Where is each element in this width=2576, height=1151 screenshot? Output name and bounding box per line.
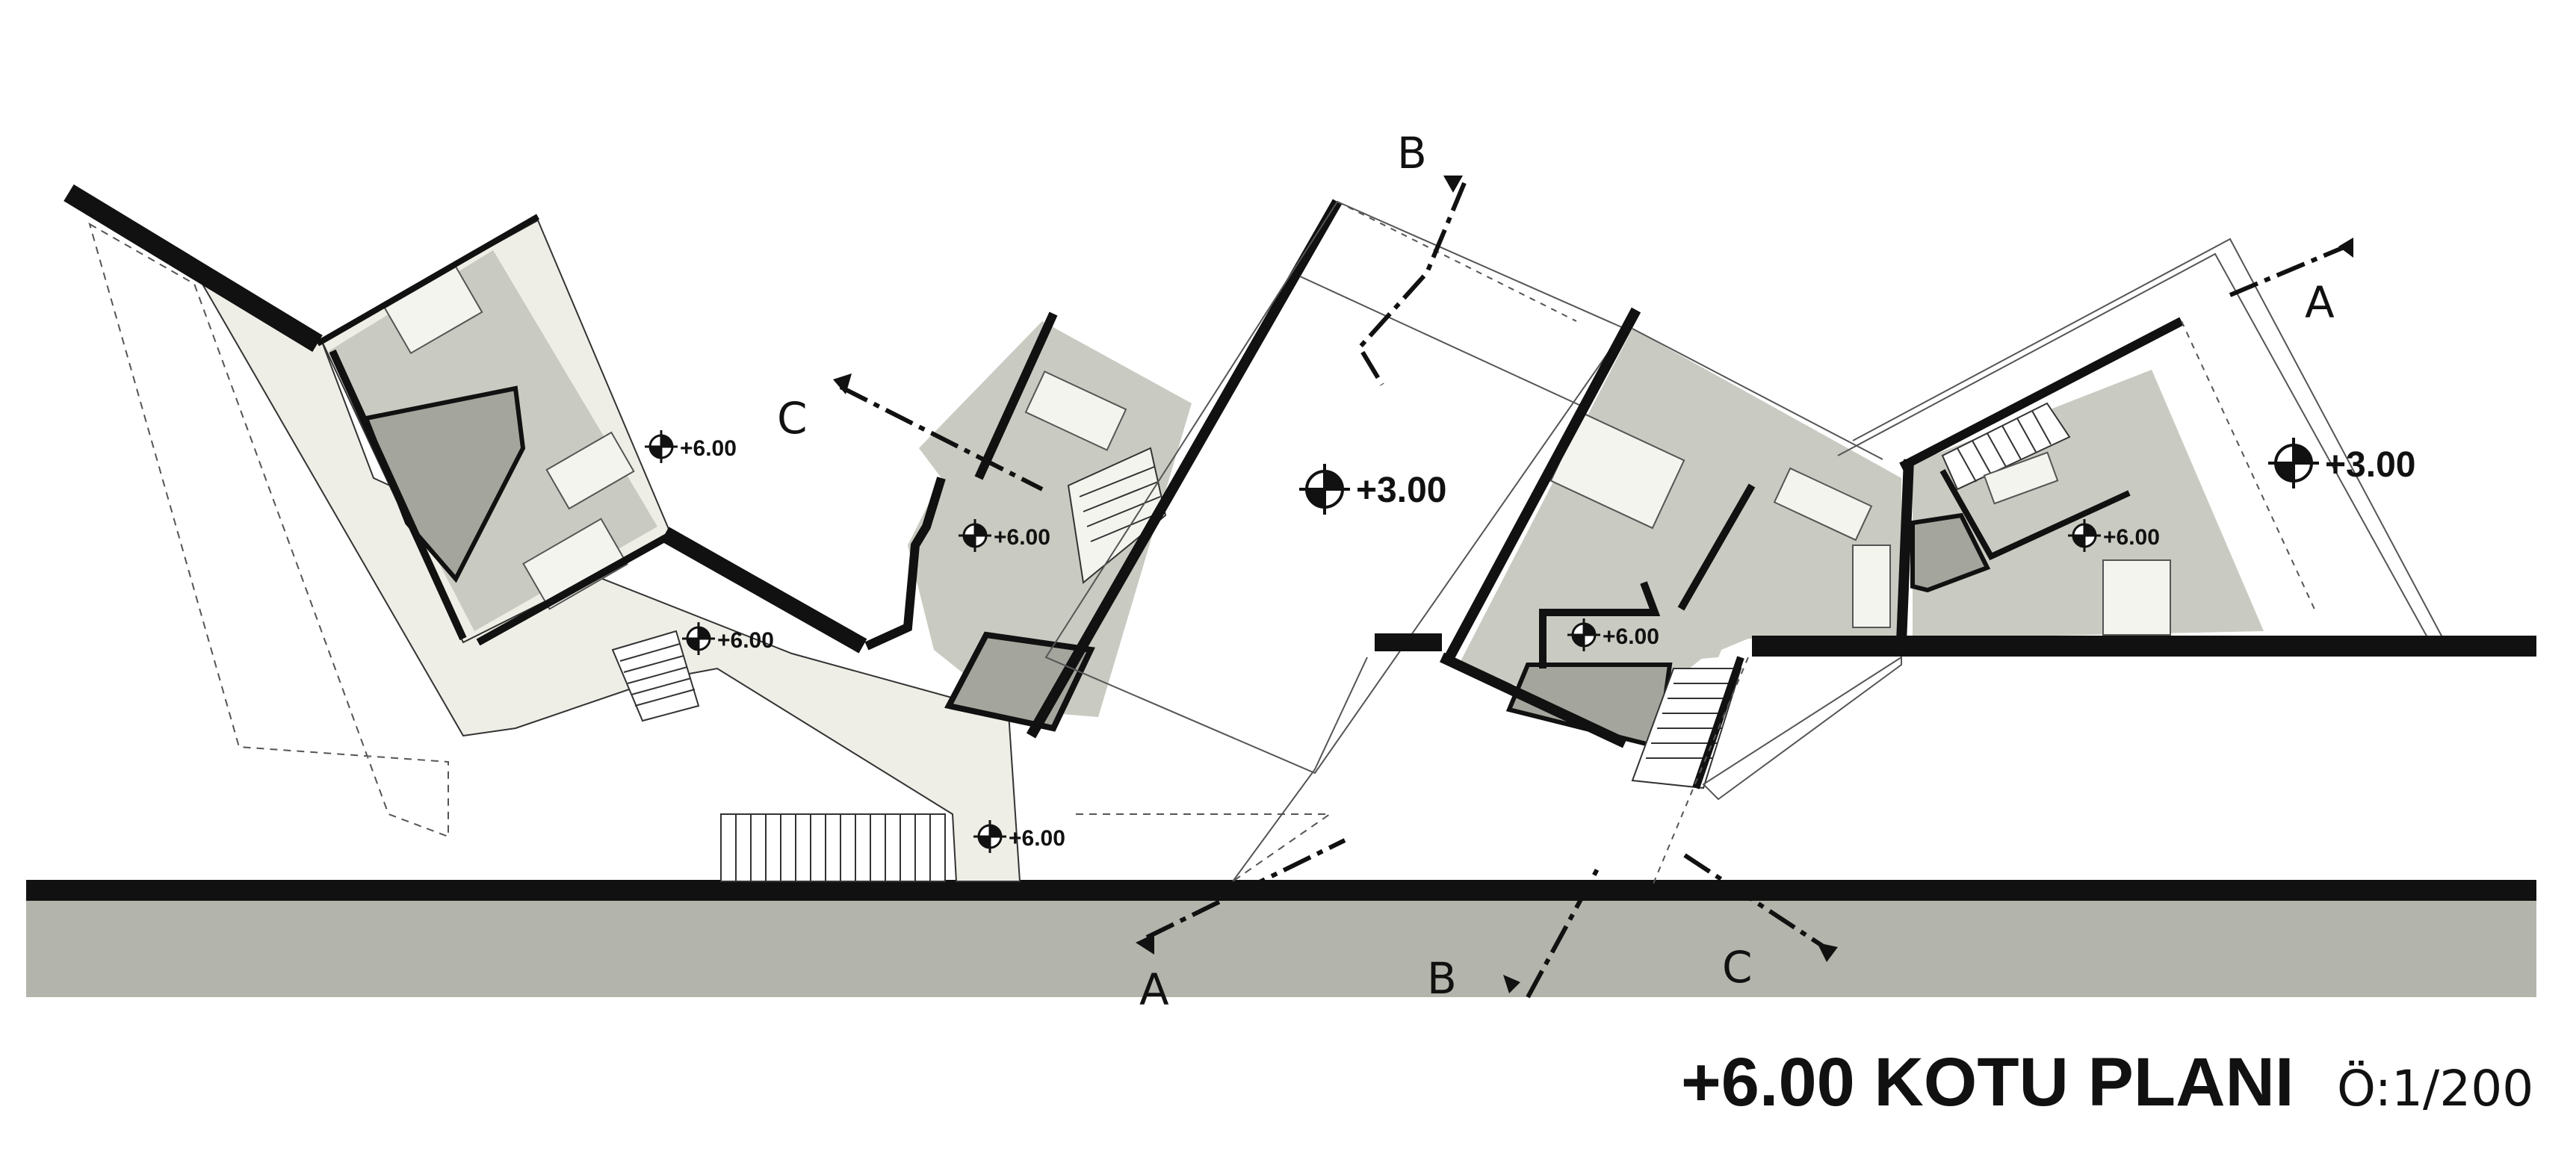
- section-label-b-top: B: [1397, 128, 1427, 179]
- level-marker-mid-living: +6.00: [957, 518, 1050, 553]
- section-line-a: [1145, 244, 2347, 940]
- plan-title: +6.00 KOTU PLANI: [1681, 1044, 2294, 1120]
- bed: [1773, 467, 1873, 542]
- section-a-arrow: [1136, 934, 1154, 955]
- right-unit-b-rooms: [1913, 370, 2264, 639]
- bed: [545, 431, 635, 510]
- right-unit-b-bath: [1910, 512, 1991, 593]
- right-unit-b-wall: [1896, 459, 1914, 643]
- section-line-b: [1357, 182, 1601, 999]
- bed: [1983, 451, 2059, 505]
- level-marker-left-bedrooms: +6.00: [643, 429, 737, 465]
- section-b-arrow: [1443, 176, 1463, 193]
- level-text: +3.00: [2325, 445, 2415, 485]
- mid-wall: [974, 311, 1058, 480]
- level-text: +6.00: [2103, 525, 2160, 550]
- section-line-c: [839, 385, 1828, 951]
- level-marker-entrance: +6.00: [972, 819, 1065, 854]
- entrance-canopy: [1076, 813, 1333, 882]
- bed: [522, 518, 628, 610]
- level-marker-terrace-right: +3.00: [2267, 436, 2415, 490]
- right-unit-a-wall: [1444, 307, 1641, 660]
- left-building: [64, 184, 1333, 882]
- left-stair: [611, 630, 700, 722]
- bed: [1852, 545, 1891, 628]
- right-terrace: [1837, 238, 2444, 639]
- terrace-outline: [1044, 200, 1626, 775]
- right-terrace-outline: [1837, 252, 2429, 639]
- right-unit-b-wall: [1939, 469, 2131, 561]
- right-terrace-dash: [2181, 320, 2317, 613]
- right-stair: [1631, 668, 1742, 789]
- section-c-arrow: [1817, 943, 1838, 962]
- right-unit-a-wall: [1539, 581, 1661, 668]
- road-strip: [26, 896, 2536, 997]
- section-label-a-bottom: A: [1139, 964, 1169, 1015]
- level-text: +6.00: [994, 525, 1050, 550]
- level-marker-terrace-mid: +3.00: [1298, 462, 1446, 516]
- right-unit-a-roof: [1632, 328, 1883, 460]
- section-a-arrow: [2338, 238, 2353, 258]
- mid-bathroom: [944, 631, 1095, 732]
- section-b-arrow: [1503, 975, 1520, 993]
- right-unit-a-wall: [1440, 652, 1627, 748]
- right-unit-a-wall: [1692, 656, 1744, 789]
- middle-unit: [864, 199, 1343, 739]
- bed: [2102, 559, 2171, 636]
- section-label-c-left: C: [777, 393, 808, 444]
- entrance-stair: [720, 813, 946, 882]
- left-circulation: [196, 274, 1021, 882]
- right-unit-a-roof-projection: [1702, 656, 1902, 801]
- level-marker-left-corridor: +6.00: [681, 621, 774, 657]
- right-unit-b-stair: [1941, 402, 2071, 491]
- right-terrace-outline: [1852, 238, 2444, 639]
- left-outer-wall: [316, 214, 539, 347]
- level-marker-right-unit: +6.00: [2066, 518, 2160, 553]
- plan-scale: Ö:1/200: [2337, 1060, 2533, 1117]
- terrace-rail: [1299, 276, 1585, 408]
- level-text: +6.00: [1603, 624, 1659, 649]
- section-label-b-bottom: B: [1427, 953, 1457, 1004]
- mid-wall: [1026, 199, 1343, 739]
- left-bedroom-wall: [329, 349, 467, 641]
- mid-stair: [1067, 447, 1167, 584]
- right-unit-b-wall: [1899, 317, 2184, 471]
- right-unit-b: [1896, 317, 2264, 643]
- right-unit-a: [1440, 307, 1902, 801]
- kitchen-counter: [1024, 370, 1127, 451]
- level-text: +3.00: [1356, 471, 1446, 510]
- level-text: +6.00: [680, 436, 737, 461]
- mid-wall: [864, 477, 946, 651]
- level-marker-right-hall: +6.00: [1566, 617, 1659, 653]
- left-corridor-wall: [660, 527, 867, 654]
- section-label-a-top: A: [2305, 277, 2335, 328]
- section-label-c-bottom: C: [1722, 942, 1753, 993]
- right-unit-a-wall: [1677, 483, 1756, 611]
- left-outer-wall: [64, 184, 323, 353]
- level-text: +6.00: [1009, 826, 1065, 851]
- left-bedroom-wall: [476, 530, 675, 646]
- site-boundary-wall: [26, 880, 2536, 901]
- terrace-dash: [1337, 201, 1577, 322]
- section-c-arrow: [833, 373, 852, 394]
- level-text: +6.00: [717, 628, 774, 653]
- middle-terrace: [1044, 200, 1626, 775]
- middle-terrace-underside: [1232, 657, 1368, 882]
